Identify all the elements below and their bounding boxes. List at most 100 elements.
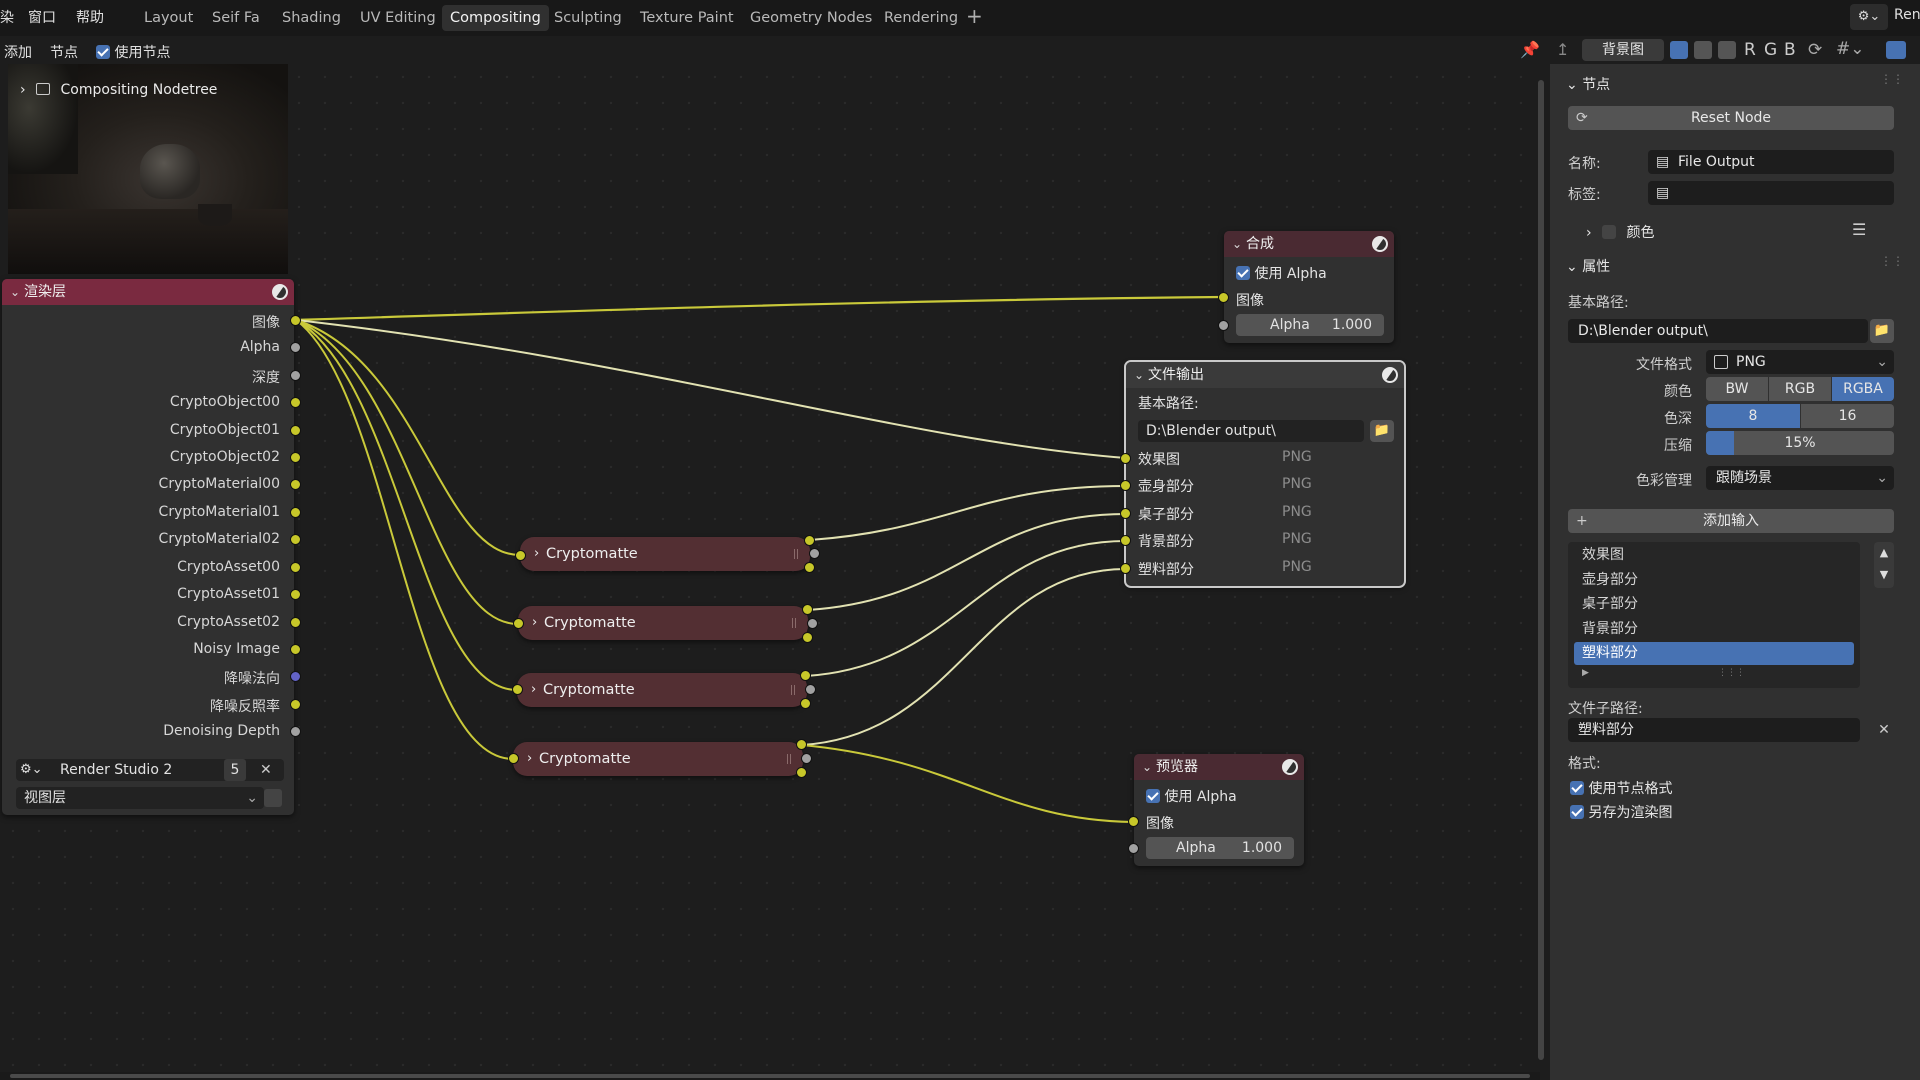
viewer-use-alpha-toggle[interactable]: 使用 Alpha — [1146, 786, 1237, 806]
copy-layer-icon[interactable] — [264, 789, 282, 807]
render-layers-node[interactable]: ⌄ 渲染层 图像 Alpha 深度 CryptoObject00 CryptoO… — [2, 279, 294, 815]
subpath-field[interactable]: 塑料部分 — [1568, 718, 1860, 742]
tab-shading[interactable]: Shading — [282, 10, 341, 26]
socket-crypto4-image[interactable] — [796, 739, 807, 750]
sidebar-base-path-field[interactable]: D:\Blender output\ — [1568, 319, 1868, 343]
scene-field[interactable]: ⚙⌄ Render Studio 2 5 ✕ — [16, 759, 284, 781]
socket-denoising-depth[interactable] — [290, 726, 301, 737]
collapse-chevron-icon[interactable]: ⌄ — [1134, 368, 1145, 382]
socket-image[interactable] — [290, 315, 301, 326]
socket-crypto2-pick[interactable] — [802, 632, 813, 643]
overlay-icon[interactable] — [1886, 41, 1906, 59]
chevron-right-icon[interactable]: › — [531, 682, 537, 697]
list-item[interactable]: 背景部分 — [1582, 621, 1638, 637]
render-icon[interactable] — [1372, 236, 1388, 252]
scene-icon[interactable]: ⚙⌄ — [20, 762, 43, 777]
channel-r[interactable]: R — [1744, 40, 1756, 60]
render-icon[interactable] — [1382, 367, 1398, 383]
list-item[interactable]: 桌子部分 — [1582, 596, 1638, 612]
channel-b[interactable]: B — [1784, 40, 1796, 60]
scrollbar-thumb[interactable] — [10, 1074, 1530, 1078]
editor-vertical-scrollbar[interactable] — [1538, 80, 1544, 1060]
add-input-button[interactable]: + 添加输入 — [1568, 509, 1894, 533]
socket-crypto1-image[interactable] — [804, 535, 815, 546]
socket-cryptomaterial02[interactable] — [290, 534, 301, 545]
composite-header[interactable]: ⌄ 合成 — [1224, 231, 1394, 257]
compression-slider[interactable]: 15% — [1706, 431, 1894, 455]
chevron-right-icon[interactable]: › — [1586, 225, 1592, 241]
color-subpanel[interactable]: › 颜色 — [1586, 222, 1655, 242]
socket-viewer-image[interactable] — [1128, 816, 1139, 827]
depth-16[interactable]: 16 — [1801, 404, 1894, 428]
use-node-format-toggle[interactable]: 使用节点格式 — [1570, 778, 1672, 798]
socket-file-input-3[interactable] — [1120, 535, 1131, 546]
cryptomatte-node-4[interactable]: › Cryptomatte — [513, 742, 803, 776]
socket-crypto1-pick[interactable] — [804, 562, 815, 573]
tab-sculpting[interactable]: Sculpting — [554, 10, 622, 26]
socket-file-input-4[interactable] — [1120, 563, 1131, 574]
list-item[interactable]: 壶身部分 — [1582, 572, 1638, 588]
color-mode-bw[interactable]: BW — [1706, 377, 1768, 401]
close-icon[interactable]: ✕ — [260, 762, 272, 778]
parent-node-icon[interactable]: ↥ — [1556, 40, 1570, 59]
tab-compositing[interactable]: Compositing — [442, 5, 549, 31]
collapse-chevron-icon[interactable]: ⌄ — [1142, 760, 1153, 774]
socket-cryptoasset00[interactable] — [290, 562, 301, 573]
socket-cryptoobject00[interactable] — [290, 397, 301, 408]
collapse-chevron-icon[interactable]: ⌄ — [1232, 237, 1243, 251]
socket-denoising-normal[interactable] — [290, 671, 301, 682]
viewer-alpha-field[interactable]: Alpha 1.000 — [1146, 837, 1294, 859]
scene-label[interactable]: Ren — [1894, 7, 1920, 23]
pin-icon[interactable]: 📌 — [1520, 40, 1540, 59]
move-up-down-icon[interactable]: ▲▼ — [1874, 542, 1894, 588]
use-alpha-toggle[interactable]: 使用 Alpha — [1236, 263, 1327, 283]
file-format-dropdown[interactable]: PNG ⌄ — [1706, 350, 1894, 374]
tab-seif-fa[interactable]: Seif Fa — [212, 10, 260, 26]
render-layers-header[interactable]: ⌄ 渲染层 — [2, 279, 294, 305]
render-icon[interactable] — [1282, 759, 1298, 775]
tab-geometry-nodes[interactable]: Geometry Nodes — [750, 10, 873, 26]
node-label-field[interactable]: ▤ — [1648, 181, 1894, 205]
channel-g[interactable]: G — [1764, 40, 1778, 60]
socket-crypto3-matte[interactable] — [805, 684, 816, 695]
socket-crypto3-pick[interactable] — [800, 698, 811, 709]
file-output-node[interactable]: ⌄ 文件输出 基本路径: D:\Blender output\ 📁 效果图 PN… — [1124, 360, 1406, 588]
socket-crypto2-matte[interactable] — [807, 618, 818, 629]
drag-handle-icon[interactable]: ⋮⋮ — [1880, 254, 1904, 268]
backdrop-color-icon[interactable] — [1670, 41, 1688, 59]
tab-uv-editing[interactable]: UV Editing — [360, 10, 436, 26]
socket-denoising-albedo[interactable] — [290, 699, 301, 710]
viewer-use-alpha-checkbox[interactable] — [1146, 789, 1160, 803]
list-icon[interactable]: ☰ — [1852, 220, 1867, 239]
socket-cryptoobject02[interactable] — [290, 452, 301, 463]
menu-node[interactable]: 节点 — [50, 45, 78, 61]
chevron-down-icon[interactable]: ⌄ — [1566, 77, 1578, 93]
view-layer-dropdown[interactable]: 视图层 ⌄ — [16, 787, 264, 809]
menu-add[interactable]: 添加 — [4, 45, 32, 61]
chevron-right-icon[interactable]: › — [534, 546, 540, 561]
use-nodes-checkbox[interactable] — [96, 45, 110, 59]
color-mode-rgba[interactable]: RGBA — [1832, 377, 1894, 401]
remove-input-icon[interactable]: ✕ — [1878, 722, 1890, 738]
node-name-field[interactable]: ▤ File Output — [1648, 150, 1894, 174]
expand-icon[interactable]: ▶ — [1582, 668, 1589, 678]
socket-composite-image[interactable] — [1218, 292, 1229, 303]
scene-selector-icon[interactable]: ⚙⌄ — [1850, 4, 1888, 30]
folder-icon[interactable]: 📁 — [1370, 420, 1394, 442]
render-icon[interactable] — [272, 284, 288, 300]
inputs-list[interactable]: 效果图 壶身部分 桌子部分 背景部分 塑料部分 ▶ ⋮⋮⋮ — [1568, 542, 1860, 688]
menu-window[interactable]: 窗口 — [28, 10, 56, 26]
socket-viewer-alpha[interactable] — [1128, 843, 1139, 854]
list-item-selected[interactable]: 塑料部分 — [1574, 642, 1854, 665]
use-nodes-toggle[interactable]: 使用节点 — [96, 42, 170, 62]
cryptomatte-node-3[interactable]: › Cryptomatte — [517, 673, 807, 707]
tab-rendering[interactable]: Rendering — [884, 10, 959, 26]
socket-cryptomaterial01[interactable] — [290, 507, 301, 518]
save-as-render-toggle[interactable]: 另存为渲染图 — [1570, 802, 1672, 822]
scene-users-count[interactable]: 5 — [224, 759, 246, 781]
socket-crypto1-matte[interactable] — [809, 548, 820, 559]
use-alpha-checkbox[interactable] — [1236, 266, 1250, 280]
color-checkbox[interactable] — [1602, 225, 1617, 239]
tab-layout[interactable]: Layout — [144, 10, 194, 26]
viewer-node[interactable]: ⌄ 预览器 使用 Alpha 图像 Alpha 1.000 — [1134, 754, 1304, 866]
